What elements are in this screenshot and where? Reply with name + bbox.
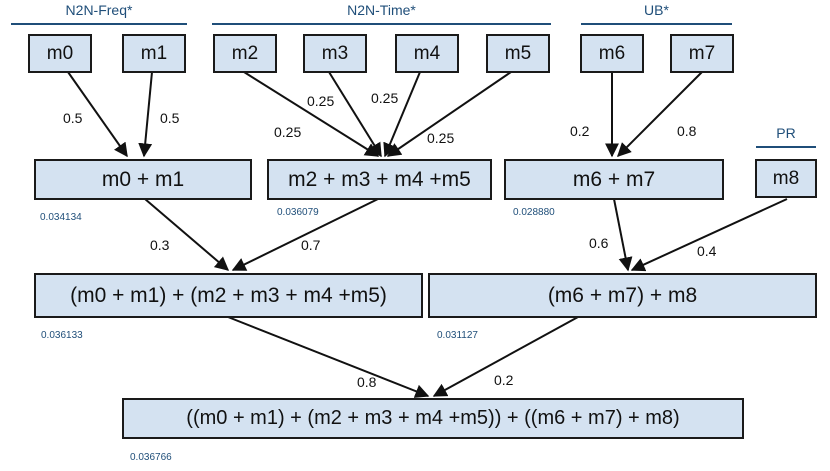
model-label-m2: m2 [231,42,259,64]
edge-m7-to-ub [617,71,703,157]
model-label-m5: m5 [504,42,532,64]
score-time: 0.036079 [277,207,319,218]
edge-left-to-final [227,316,430,398]
weight-label-m7: 0.8 [677,123,697,139]
weight-label-m5: 0.25 [427,130,455,146]
edge-m3-to-time [328,71,382,158]
model-label-m4: m4 [413,42,441,64]
combo-label-right: (m6 + m7) + m8 [547,283,698,307]
edge-m2-to-time [243,71,380,157]
model-box-m2: m2 [213,34,277,73]
combo-box-final: ((m0 + m1) + (m2 + m3 + m4 +m5)) + ((m6 … [122,398,744,439]
combo-box-time: m2 + m3 + m4 +m5 [267,159,492,200]
model-label-m1: m1 [140,42,168,64]
weight-label-left: 0.8 [357,374,377,390]
weight-label-m3: 0.25 [307,93,335,109]
model-label-m8: m8 [772,167,800,189]
edge-time-to-left [231,198,379,271]
group-label-ub: UB* [644,2,669,18]
group-label-n2n-time: N2N-Time* [347,2,416,18]
model-box-m1: m1 [122,34,186,73]
group-label-pr: PR [776,125,796,141]
group-header-pr: PR [756,125,816,148]
combo-label-ub: m6 + m7 [572,167,656,191]
combo-label-left: (m0 + m1) + (m2 + m3 + m4 +m5) [70,283,387,307]
combo-box-ub: m6 + m7 [504,159,724,200]
group-rule-n2n-freq [11,23,187,25]
model-box-m7: m7 [670,34,734,73]
score-left: 0.036133 [41,330,83,341]
group-header-n2n-time: N2N-Time* [212,2,551,25]
weight-label-m8: 0.4 [697,243,717,259]
group-label-n2n-freq: N2N-Freq* [65,2,133,18]
model-box-m5: m5 [486,34,550,73]
weight-label-m0: 0.5 [63,110,83,126]
edge-right-to-final [432,316,579,397]
combo-label-freq: m0 + m1 [101,167,185,191]
combo-label-final: ((m0 + m1) + (m2 + m3 + m4 +m5)) + ((m6 … [186,407,680,429]
weight-label-m4: 0.25 [371,90,399,106]
edge-m1-to-freq [138,71,153,158]
group-header-n2n-freq: N2N-Freq* [11,2,187,25]
score-freq: 0.034134 [40,212,82,223]
model-box-m0: m0 [28,34,92,73]
edge-m8-to-right [630,198,788,272]
group-rule-n2n-time [212,23,551,25]
combo-box-freq: m0 + m1 [34,159,252,200]
model-box-m8: m8 [755,159,817,198]
combo-box-right: (m6 + m7) + m8 [428,273,817,318]
weight-label-ub: 0.6 [589,235,609,251]
weight-label-m2: 0.25 [274,124,302,140]
edge-m4-to-time [383,71,421,158]
weight-label-time: 0.7 [301,237,321,253]
weight-label-freq: 0.3 [150,237,170,253]
score-right: 0.031127 [437,330,478,341]
model-label-m0: m0 [46,42,74,64]
group-rule-ub [581,23,732,25]
edge-m5-to-time [386,71,512,157]
weight-label-m1: 0.5 [160,110,180,126]
score-ub: 0.028880 [513,207,555,218]
group-header-ub: UB* [581,2,732,25]
model-box-m6: m6 [580,34,644,73]
group-rule-pr [756,146,816,148]
combo-box-left: (m0 + m1) + (m2 + m3 + m4 +m5) [34,273,423,318]
edge-m0-to-freq [67,71,128,158]
weight-label-right: 0.2 [494,372,514,388]
score-final: 0.036766 [130,452,172,463]
model-label-m3: m3 [321,42,349,64]
combo-label-time: m2 + m3 + m4 +m5 [288,167,471,191]
model-box-m4: m4 [395,34,459,73]
weight-label-m6: 0.2 [570,123,590,139]
model-label-m6: m6 [598,42,626,64]
edge-freq-to-left [144,198,230,271]
model-box-m3: m3 [303,34,367,73]
edge-ub-to-right [613,198,633,272]
model-label-m7: m7 [688,42,716,64]
